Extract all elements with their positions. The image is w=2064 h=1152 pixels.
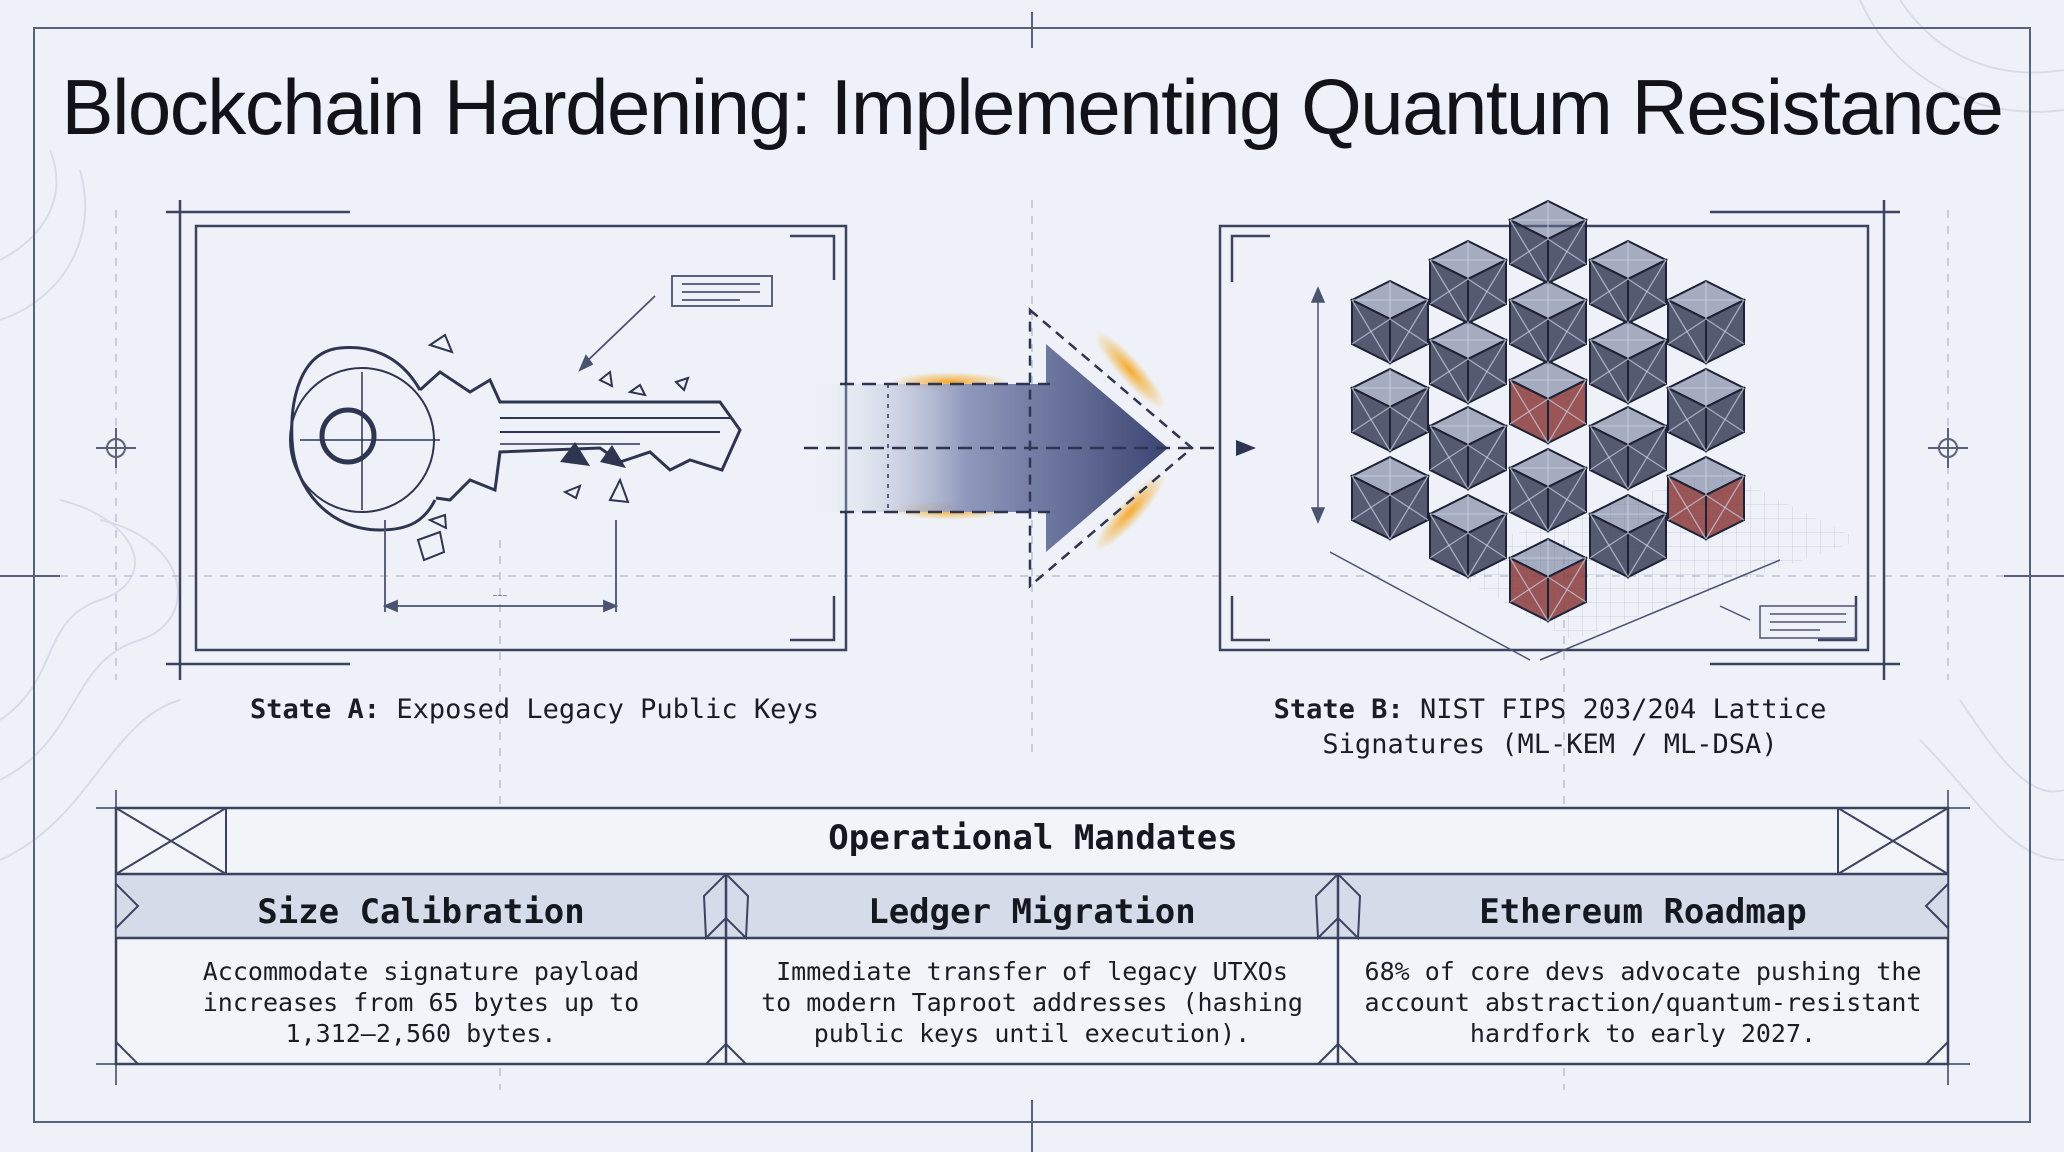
state-a-label: State A: xyxy=(250,694,381,725)
lattice-cube xyxy=(1349,455,1431,541)
lattice-cube-icon xyxy=(1349,199,1747,623)
column-body-line: 1,312–2,560 bytes. xyxy=(285,1019,557,1048)
mandates-title: Operational Mandates xyxy=(828,818,1238,858)
lattice-cube xyxy=(1427,239,1509,325)
lattice-cube xyxy=(1349,279,1431,365)
column-body-line: Immediate transfer of legacy UTXOs xyxy=(776,957,1288,986)
migration-arrow-icon xyxy=(800,307,1256,589)
mandates-table xyxy=(96,790,1970,1085)
column-heading-ethereum-roadmap: Ethereum Roadmap xyxy=(1479,892,1807,932)
lattice-cube xyxy=(1427,493,1509,579)
state-b-line1: NIST FIPS 203/204 Lattice xyxy=(1419,694,1827,725)
lattice-cube xyxy=(1427,319,1509,405)
outer-frame xyxy=(0,12,2064,1152)
lattice-cube xyxy=(1665,455,1747,541)
lattice-cube xyxy=(1507,359,1589,445)
column-body-line: account abstraction/quantum-resistant xyxy=(1364,988,1922,1017)
lattice-cube xyxy=(1349,367,1431,453)
svg-text:~~~: ~~~ xyxy=(493,591,508,600)
crosshair-left-icon xyxy=(96,428,136,468)
column-heading-ledger-migration: Ledger Migration xyxy=(868,892,1196,932)
broken-key-icon xyxy=(289,333,742,562)
page-title: Blockchain Hardening: Implementing Quant… xyxy=(61,63,2004,151)
lattice-cube xyxy=(1665,367,1747,453)
lattice-cube xyxy=(1507,199,1589,285)
lattice-cube xyxy=(1507,279,1589,365)
column-body-line: hardfork to early 2027. xyxy=(1469,1019,1817,1048)
column-body-line: 68% of core devs advocate pushing the xyxy=(1364,957,1922,986)
column-body-ledger-migration: Immediate transfer of legacy UTXOs to mo… xyxy=(726,956,1338,1049)
lattice-cube xyxy=(1587,405,1669,491)
column-body-ethereum-roadmap: 68% of core devs advocate pushing the ac… xyxy=(1338,956,1948,1049)
state-b-label: State B: xyxy=(1273,694,1404,725)
column-body-line: public keys until execution). xyxy=(813,1019,1251,1048)
lattice-cube xyxy=(1587,319,1669,405)
column-body-size-calibration: Accommodate signature payload increases … xyxy=(116,956,726,1049)
crosshair-right-icon xyxy=(1928,428,1968,468)
state-b-caption: State B: NIST FIPS 203/204 Lattice Signa… xyxy=(1240,692,1860,762)
lattice-cube xyxy=(1665,279,1747,365)
column-heading-size-calibration: Size Calibration xyxy=(257,892,585,932)
table-corner-ornaments xyxy=(115,807,1949,1065)
state-b-line2: Signatures (ML-KEM / ML-DSA) xyxy=(1322,729,1778,760)
column-body-line: to modern Taproot addresses (hashing xyxy=(761,988,1303,1017)
contour-background xyxy=(0,0,2064,861)
state-a-caption: State A: Exposed Legacy Public Keys xyxy=(200,692,890,727)
column-body-line: Accommodate signature payload xyxy=(202,957,640,986)
lattice-cube xyxy=(1427,405,1509,491)
lattice-cube xyxy=(1507,447,1589,533)
state-a-text: Exposed Legacy Public Keys xyxy=(396,694,819,725)
state-a-frame xyxy=(166,200,848,680)
key-dimension-lines: ~~~ xyxy=(382,275,773,613)
lattice-cube xyxy=(1587,239,1669,325)
lattice-cube xyxy=(1587,493,1669,579)
lattice-cube xyxy=(1507,537,1589,623)
column-body-line: increases from 65 bytes up to xyxy=(202,988,640,1017)
